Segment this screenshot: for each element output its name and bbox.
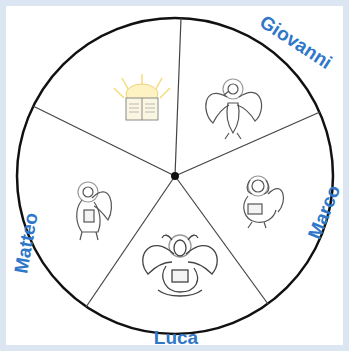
lion-icon bbox=[244, 176, 284, 228]
evangelist-name: Luca bbox=[154, 328, 198, 347]
hub bbox=[171, 172, 179, 180]
eagle-icon bbox=[206, 79, 262, 139]
wheel-circle bbox=[17, 18, 333, 334]
evangelist-name: Marco bbox=[305, 182, 344, 241]
ox-icon bbox=[143, 235, 217, 296]
angel-icon bbox=[77, 182, 112, 240]
book-icon bbox=[114, 74, 170, 120]
evangelist-name: Giovanni bbox=[257, 12, 336, 72]
evangelist-name: Matteo bbox=[11, 211, 40, 275]
panel bbox=[6, 6, 343, 345]
sector-lines bbox=[33, 18, 320, 307]
